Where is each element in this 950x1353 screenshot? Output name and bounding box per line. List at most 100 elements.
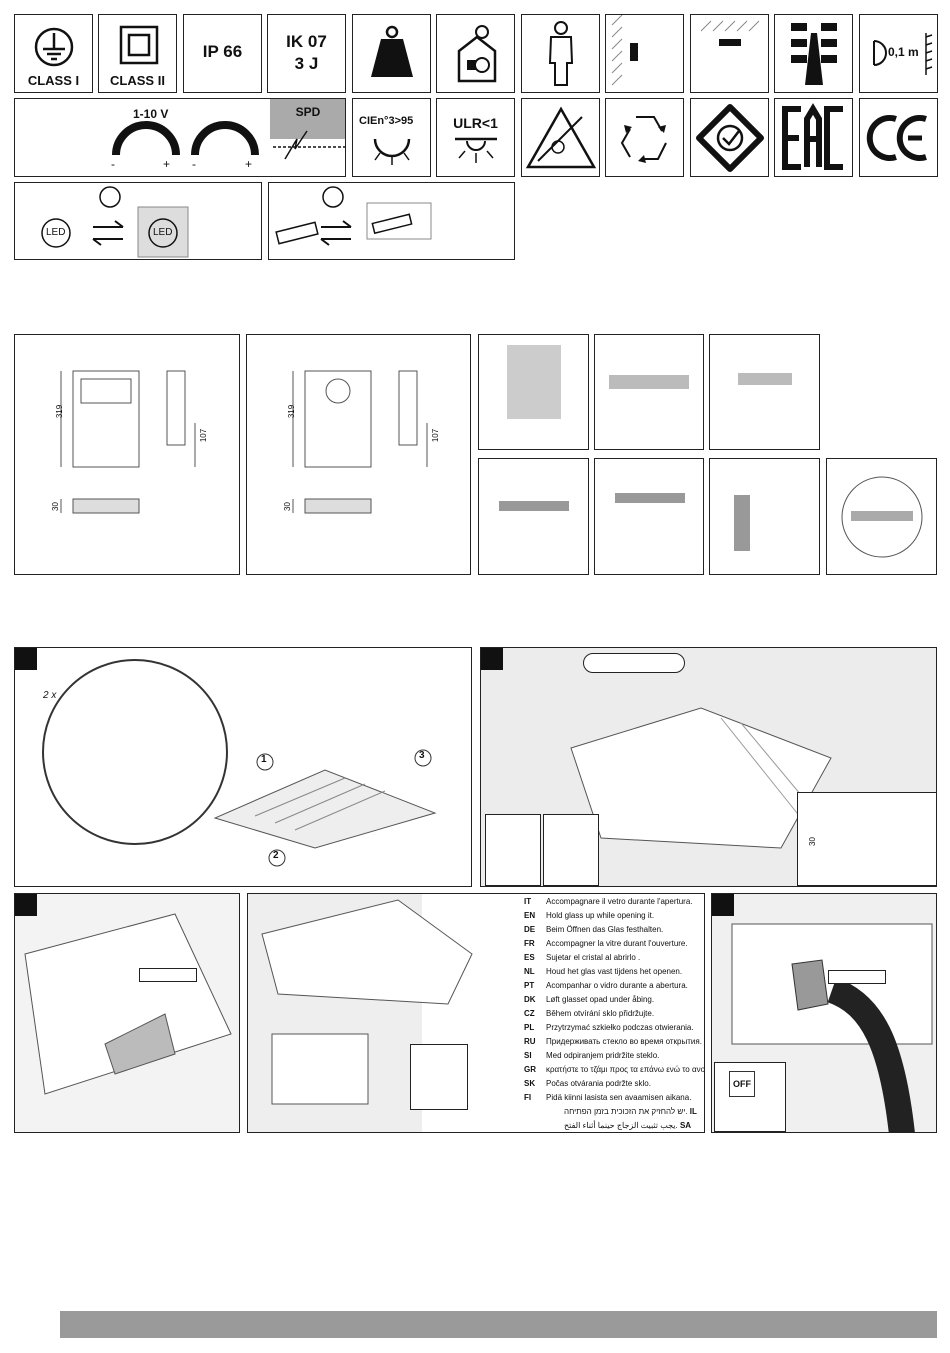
note-box bbox=[410, 1044, 468, 1110]
ip-rating-label: IP 66 bbox=[202, 42, 243, 61]
earth-ground-icon bbox=[34, 27, 74, 67]
upward-light-icon bbox=[455, 137, 497, 163]
led-label-1: LED bbox=[46, 227, 66, 238]
class2-icon-box: CLASS II bbox=[98, 14, 177, 93]
spacing-box bbox=[774, 14, 853, 93]
eac-mark-icon bbox=[782, 103, 843, 170]
indoor-use-box bbox=[436, 14, 515, 93]
dim-minus: - bbox=[111, 157, 115, 171]
step-num-3: 3 bbox=[419, 750, 425, 761]
dimension-drawing-a: 319 107 30 bbox=[14, 334, 240, 575]
dali-minus: - bbox=[192, 157, 196, 171]
dim-1-10v-label: 1-10 V bbox=[133, 107, 169, 121]
warning-triangle-icon bbox=[525, 106, 597, 169]
tool-callout-1 bbox=[583, 653, 685, 673]
dim-plus: + bbox=[163, 157, 171, 171]
led-replaceable-icon bbox=[41, 186, 189, 258]
height-dim: 319 bbox=[55, 404, 65, 419]
wall-mount-icon bbox=[611, 15, 638, 86]
mount-thumb-3 bbox=[709, 458, 820, 575]
class1-label: CLASS I bbox=[27, 73, 80, 88]
footer-bar bbox=[60, 1311, 937, 1338]
power-switch-thumb: OFF bbox=[714, 1062, 786, 1132]
optic-thumb-2 bbox=[594, 334, 704, 450]
tilt-angle-icon bbox=[841, 476, 923, 558]
quantity-label: 2 x bbox=[43, 690, 57, 701]
distance-box: 0,1 m bbox=[859, 14, 938, 93]
wall-mount-box bbox=[605, 14, 684, 93]
recycle-box bbox=[605, 98, 684, 177]
dali-plus: + bbox=[245, 157, 253, 171]
ik-energy-label: 3 J bbox=[294, 54, 319, 73]
spd-header bbox=[270, 99, 345, 139]
driver-replaceable-icon bbox=[275, 186, 432, 246]
step-num-2: 2 bbox=[273, 850, 279, 861]
optic-thumb-3 bbox=[709, 334, 820, 450]
ceiling-mount-icon bbox=[700, 20, 760, 46]
mount-thumb-4 bbox=[826, 458, 937, 575]
callout-box bbox=[139, 968, 197, 982]
washer-thumb bbox=[543, 814, 599, 886]
screw-thumb bbox=[485, 814, 541, 886]
step-marker bbox=[15, 894, 37, 916]
ce-mark-icon bbox=[866, 115, 927, 161]
product-front-side-drawing bbox=[60, 370, 196, 514]
mount-thumb-2 bbox=[594, 458, 704, 575]
glass-opening-drawing bbox=[248, 894, 473, 1132]
spd-label: SPD bbox=[295, 105, 321, 119]
ik-rating-label: IK 07 bbox=[286, 32, 327, 51]
step-1-panel: 2 x 1 2 3 bbox=[14, 647, 472, 887]
indoor-lamp-icon bbox=[457, 25, 497, 83]
cable-gland-drawing bbox=[731, 923, 933, 1132]
ip-rating-box: IP 66 bbox=[183, 14, 262, 93]
height-dim-b: 319 bbox=[287, 404, 297, 419]
class1-icon-box: CLASS I bbox=[14, 14, 93, 93]
open-cover-drawing bbox=[24, 913, 232, 1095]
optic-thumb-1 bbox=[478, 334, 589, 450]
ulr-label: ULR<1 bbox=[453, 115, 498, 131]
double-insulation-icon bbox=[119, 25, 159, 65]
lang-row-rtl: יש להחזיק את הזכוכית בזמן הפתיחה. IL bbox=[564, 1107, 697, 1116]
dimming-box: 1-10 V - + - + SPD bbox=[14, 98, 346, 177]
weight-box bbox=[352, 14, 431, 93]
bracket-dim: 30 bbox=[50, 502, 60, 511]
luminaire-spacing-icon bbox=[791, 23, 837, 85]
ik-rating-box: IK 07 3 J bbox=[267, 14, 346, 93]
class2-label: CLASS II bbox=[110, 73, 165, 88]
min-distance-icon bbox=[873, 33, 933, 75]
step-2-panel: 30 bbox=[480, 647, 937, 887]
dimming-curves-icon bbox=[112, 121, 259, 156]
cie-label: CIEn°3>95 bbox=[359, 115, 414, 127]
depth-dim: 107 bbox=[199, 428, 209, 443]
bracket-dim-detail: 30 bbox=[807, 837, 817, 846]
product-front-side-drawing-variant bbox=[292, 370, 428, 514]
eac-box bbox=[774, 98, 853, 177]
ce-box bbox=[859, 98, 938, 177]
led-label-2: LED bbox=[153, 227, 173, 238]
driver-replace-box bbox=[268, 182, 515, 260]
callout-box bbox=[828, 970, 886, 984]
step-3-panel bbox=[14, 893, 240, 1133]
depth-dim-b: 107 bbox=[431, 428, 441, 443]
ceiling-mount-box bbox=[690, 14, 769, 93]
bracket-detail-thumb: 30 bbox=[797, 792, 936, 886]
dimension-drawing-b: 319 107 30 bbox=[246, 334, 471, 575]
rcm-box bbox=[690, 98, 769, 177]
step-marker bbox=[481, 648, 503, 670]
recycle-icon bbox=[620, 116, 667, 163]
off-switch-label: OFF bbox=[729, 1071, 755, 1097]
